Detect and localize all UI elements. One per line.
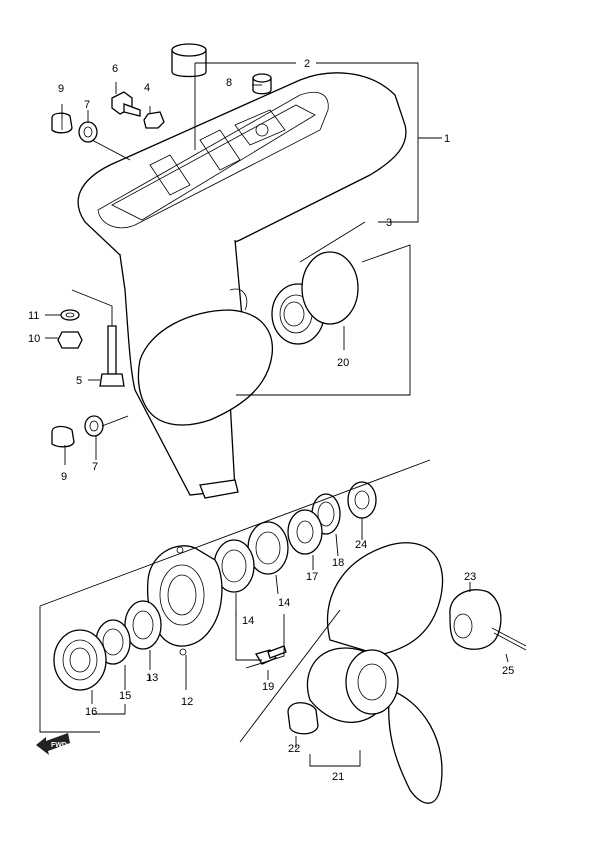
callout-9-bottom: 9 [61, 471, 67, 483]
part-10-nut [57, 331, 83, 349]
callout-22: 22 [288, 743, 300, 755]
part-6-bolt [111, 91, 141, 117]
callout-19: 19 [262, 681, 274, 693]
part-9-plug-top [51, 112, 73, 134]
part-24-thrust-washer [347, 481, 377, 519]
part-20-o-ring [301, 251, 359, 325]
part-19-bolt [255, 645, 287, 665]
callout-9-top: 9 [58, 83, 64, 95]
fwd-arrow-icon: FWD [36, 733, 70, 755]
part-22-spacer [287, 702, 319, 735]
callout-23: 23 [464, 571, 476, 583]
fwd-label: FWD [51, 742, 67, 749]
part-7-washer-bottom [84, 415, 104, 437]
part-7-washer-top [78, 121, 98, 143]
part-13-lock-washer [124, 600, 162, 650]
part-11-washer [60, 309, 80, 321]
callout-12: 12 [181, 696, 193, 708]
part-8-sleeve [252, 73, 272, 95]
callout-14-left: 14 [242, 615, 254, 627]
callout-5: 5 [76, 375, 82, 387]
callout-2: 2 [304, 58, 310, 70]
part-21-propeller [306, 542, 444, 804]
gear-case-housing [77, 72, 407, 499]
part-25-cotter-pin [491, 627, 527, 651]
callout-3: 3 [386, 217, 392, 229]
part-12-housing [146, 545, 223, 656]
callout-14-right: 14 [278, 597, 290, 609]
part-9-plug-bottom [51, 425, 75, 448]
callout-1: 1 [444, 133, 450, 145]
part-17-gear [287, 509, 323, 555]
part-23-nut [449, 589, 502, 650]
callout-6: 6 [112, 63, 118, 75]
callout-4: 4 [144, 82, 150, 94]
part-4-collar [143, 111, 165, 129]
part-16-bearing [53, 629, 107, 691]
callout-7-bottom: 7 [92, 461, 98, 473]
callout-7-top: 7 [84, 99, 90, 111]
callout-8: 8 [226, 77, 232, 89]
part-5-bolt [99, 325, 125, 387]
callout-15: 15 [119, 690, 131, 702]
part-2-bushing [171, 43, 207, 78]
callout-10: 10 [28, 333, 40, 345]
callout-labels: 2 1 3 8 6 4 9 7 11 10 5 9 7 20 24 18 17 … [28, 58, 514, 783]
callout-13: 13 [146, 672, 158, 684]
callout-21: 21 [332, 771, 344, 783]
callout-18: 18 [332, 557, 344, 569]
callout-16: 16 [85, 706, 97, 718]
callout-25: 25 [502, 665, 514, 677]
callout-24: 24 [355, 539, 367, 551]
callout-11: 11 [28, 310, 39, 322]
leader-lines [39, 62, 509, 767]
callout-17: 17 [306, 571, 318, 583]
callout-20: 20 [337, 357, 349, 369]
